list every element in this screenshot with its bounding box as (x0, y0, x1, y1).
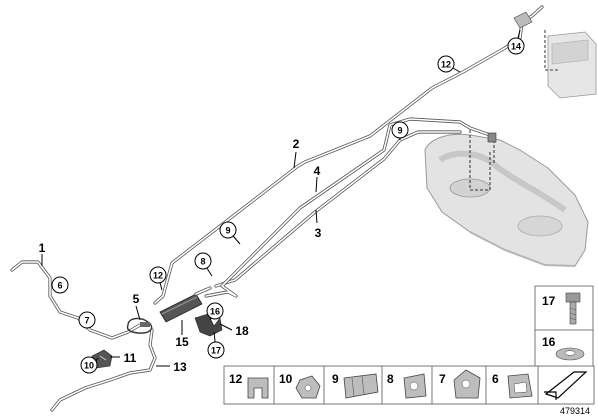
svg-text:8: 8 (387, 372, 394, 386)
svg-text:17: 17 (542, 294, 556, 308)
svg-text:9: 9 (332, 372, 339, 386)
fuel-line-1 (10, 260, 142, 340)
fuel-line-3 (214, 130, 462, 288)
tray-item-8: 8 (381, 365, 433, 405)
svg-text:6: 6 (57, 281, 62, 291)
callout-9-lower: 9 (219, 221, 237, 239)
svg-text:7: 7 (84, 316, 89, 326)
tray-item-7: 7 (431, 365, 487, 405)
fuel-filter (159, 286, 212, 323)
callout-10: 10 (80, 356, 98, 374)
callout-9-upper: 9 (391, 121, 409, 139)
fuel-line-13 (50, 328, 157, 412)
callout-5: 5 (133, 292, 140, 306)
tray-item-6: 6 (485, 365, 539, 405)
svg-text:12: 12 (441, 60, 451, 70)
side-part-16: 16 (534, 329, 594, 367)
callout-12-lower: 12 (149, 266, 167, 284)
diagram-number: 479314 (560, 406, 590, 416)
svg-text:12: 12 (229, 372, 243, 386)
holder-5 (126, 317, 153, 334)
callout-15: 15 (175, 335, 189, 349)
svg-text:7: 7 (439, 372, 446, 386)
canister-fragment (544, 30, 597, 99)
callout-16: 16 (206, 302, 224, 320)
tray-item-12: 12 (223, 365, 275, 405)
bolt-icon (565, 292, 581, 325)
tray-item-10: 10 (273, 365, 325, 405)
callout-7: 7 (78, 311, 96, 329)
svg-text:14: 14 (511, 42, 521, 52)
svg-text:16: 16 (210, 307, 220, 317)
parts-tray: 12 10 9 8 7 6 (223, 365, 595, 405)
callout-4: 4 (314, 164, 321, 178)
holder-14 (513, 11, 533, 29)
callout-18: 18 (235, 324, 249, 338)
svg-text:6: 6 (492, 372, 499, 386)
svg-text:9: 9 (225, 226, 230, 236)
fuel-line-4 (204, 117, 492, 298)
side-part-17: 17 (534, 285, 594, 331)
callout-17: 17 (207, 341, 225, 359)
tank-connector (487, 132, 497, 143)
tray-orientation-icon (537, 365, 595, 405)
svg-text:10: 10 (279, 372, 293, 386)
callout-1: 1 (39, 241, 46, 255)
svg-text:17: 17 (211, 346, 221, 356)
callout-3: 3 (315, 226, 322, 240)
svg-text:10: 10 (84, 361, 94, 371)
svg-text:16: 16 (542, 335, 556, 349)
nut-icon (555, 347, 585, 361)
callout-11: 11 (124, 351, 137, 365)
callout-6: 6 (51, 276, 69, 294)
callout-13: 13 (173, 360, 187, 374)
svg-text:9: 9 (397, 126, 402, 136)
svg-text:8: 8 (200, 257, 205, 267)
svg-text:12: 12 (153, 271, 163, 281)
callout-14: 14 (507, 37, 525, 55)
callout-8: 8 (194, 252, 212, 270)
callout-12-upper: 12 (437, 55, 455, 73)
callout-2: 2 (293, 137, 300, 151)
tray-item-9: 9 (323, 365, 383, 405)
fuel-tank (424, 133, 589, 267)
